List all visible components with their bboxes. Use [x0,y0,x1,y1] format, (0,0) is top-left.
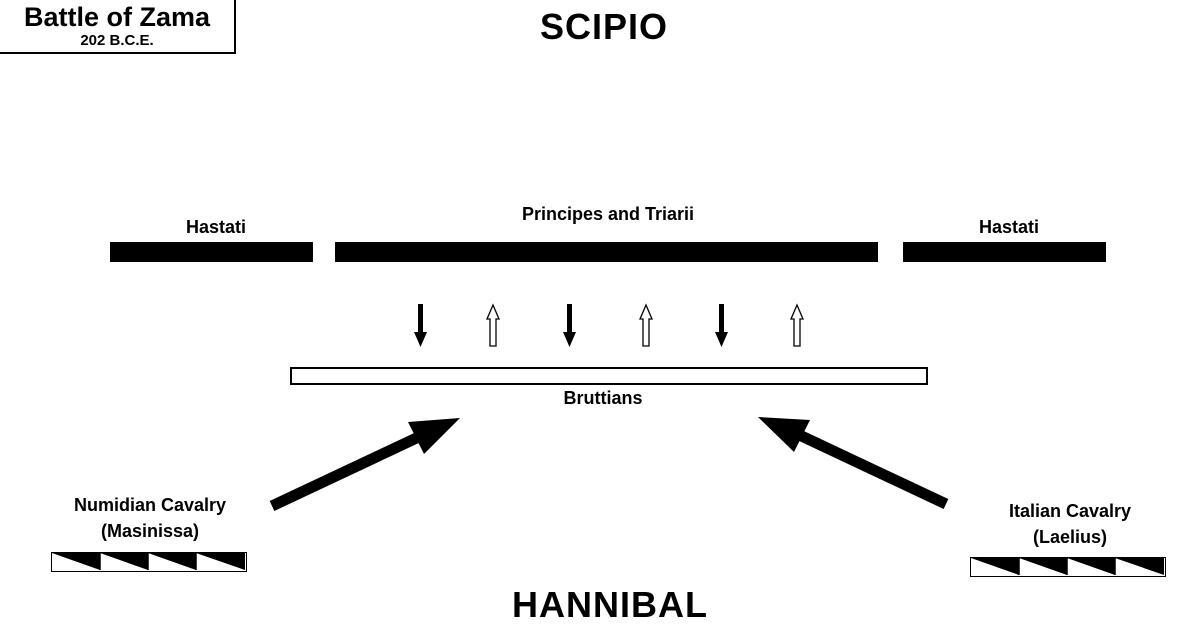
scipio-label: SCIPIO [539,6,669,47]
hastati-left-bar [110,242,313,262]
hannibal-label: HANNIBAL [512,584,708,625]
diagram-title: Battle of Zama [23,2,211,32]
down-arrow-icon [715,304,728,347]
hastati-right-bar [903,242,1106,262]
up-arrow-icon [790,303,804,347]
hastati-left-label: Hastati [185,217,247,237]
principes-triarii-bar [335,242,878,262]
up-arrow-icon [639,303,653,347]
italian-cavalry-name: Italian Cavalry [1008,501,1132,521]
down-arrow-icon [563,304,576,347]
numidian-cavalry-label: Numidian Cavalry (Masinissa) [40,492,260,544]
down-arrow-icon [414,304,427,347]
bruttians-bar [290,367,928,385]
numidian-cavalry-name: Numidian Cavalry [73,495,227,515]
title-box: Battle of Zama 202 B.C.E. [0,0,236,54]
left-cavalry-charge-arrow-icon [269,418,460,511]
italian-cavalry-unit [970,557,1166,577]
cavalry-squadrons-icon [52,553,245,570]
bruttians-label: Bruttians [563,388,643,408]
diagram-date: 202 B.C.E. [80,32,154,49]
numidian-cavalry-commander: (Masinissa) [100,521,200,541]
right-cavalry-charge-arrow-icon [758,417,949,509]
italian-cavalry-label: Italian Cavalry (Laelius) [960,498,1180,550]
cavalry-squadrons-icon [971,558,1164,575]
principes-triarii-label: Principes and Triarii [521,204,695,224]
numidian-cavalry-unit [51,552,247,572]
italian-cavalry-commander: (Laelius) [1032,527,1107,547]
up-arrow-icon [486,303,500,347]
hastati-right-label: Hastati [978,217,1040,237]
